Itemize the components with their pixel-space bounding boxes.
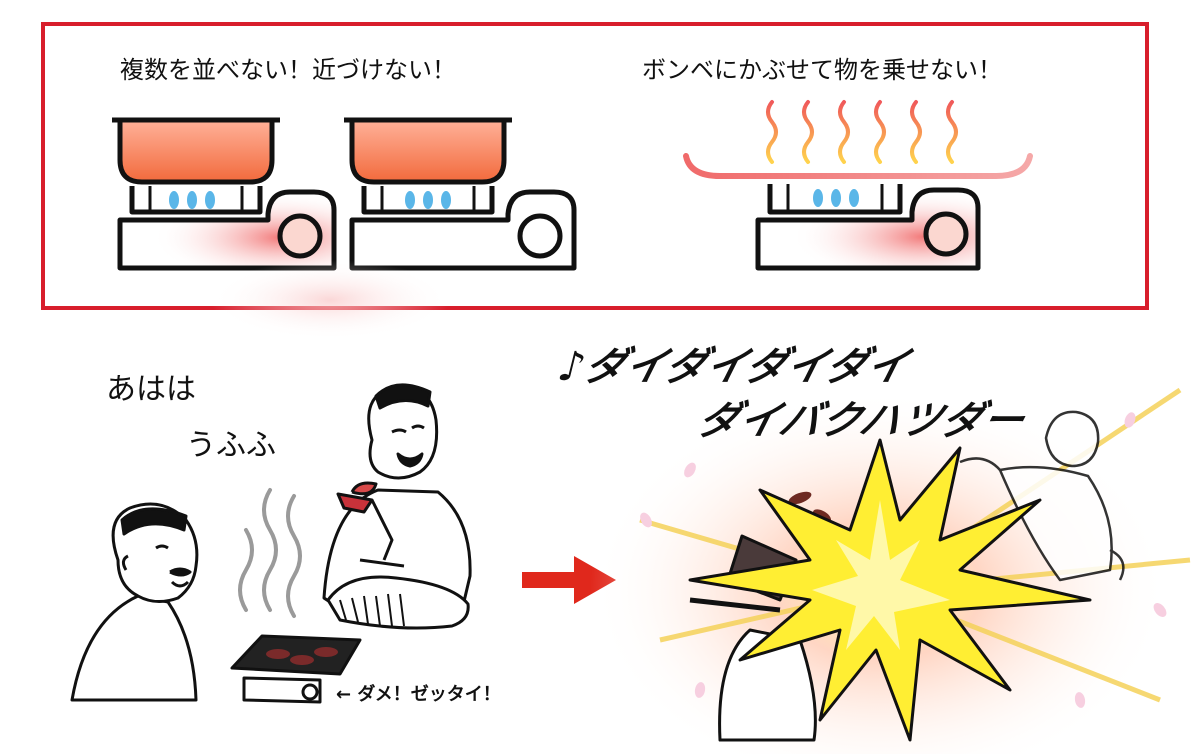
stove-1 (112, 117, 337, 271)
cover-plate (683, 153, 1033, 179)
rule-caption-no-side-by-side: 複数を並べない！近づけない！ (120, 56, 456, 84)
seated-man-stripes (339, 593, 405, 627)
flying-figure (959, 410, 1125, 582)
grilled-meat (266, 647, 338, 665)
heat-steam (766, 100, 958, 164)
laugh-text-1: あはは (106, 372, 196, 407)
warning-label: ← ダメ！ゼッタイ！ (336, 684, 501, 705)
stove-3-flames (813, 189, 859, 207)
laugh-text-2: うふふ (186, 428, 276, 463)
sfx-line-1: ♪ダイダイダイダイ (553, 344, 915, 390)
stove-3 (755, 184, 981, 271)
mustache-man (70, 502, 199, 702)
stove-1-flames (169, 191, 215, 209)
stove-2-flames (405, 191, 451, 209)
sfx-line-2: ダイバクハツダー (693, 398, 1030, 444)
rule-caption-no-cover: ボンベにかぶせて物を乗せない！ (642, 56, 1002, 84)
seated-man (322, 383, 472, 630)
grill-stove (230, 634, 362, 704)
stove-2 (344, 117, 577, 271)
grill-steam (238, 488, 302, 618)
rules-frame (41, 22, 1149, 310)
petals (640, 412, 1167, 708)
